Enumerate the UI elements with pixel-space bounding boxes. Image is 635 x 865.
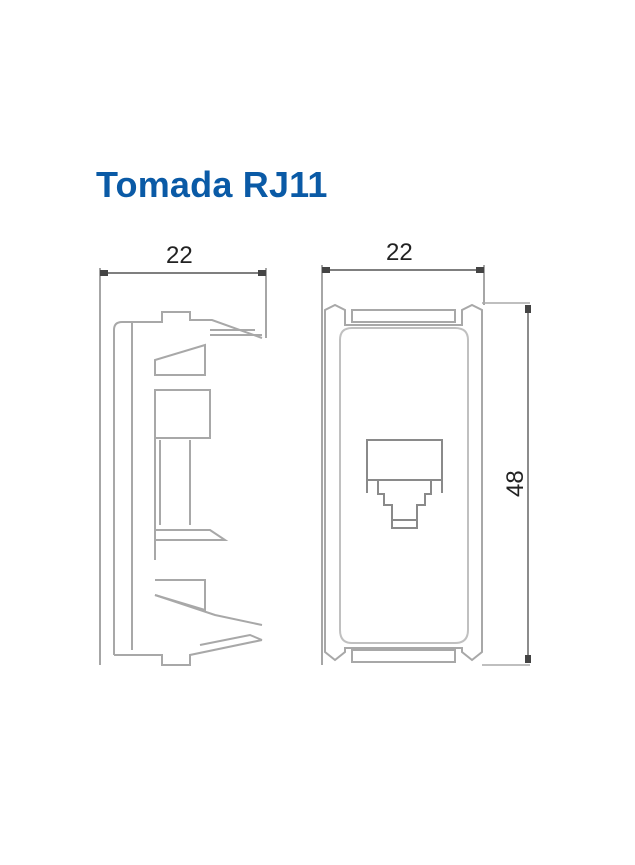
page-title: Tomada RJ11 [96,164,328,205]
side-view [99,268,267,666]
side-width-label: 22 [166,242,193,269]
front-height-label: 48 [502,470,529,497]
front-view [321,265,531,666]
front-width-label: 22 [386,239,413,266]
rj11-socket-icon [366,439,443,529]
